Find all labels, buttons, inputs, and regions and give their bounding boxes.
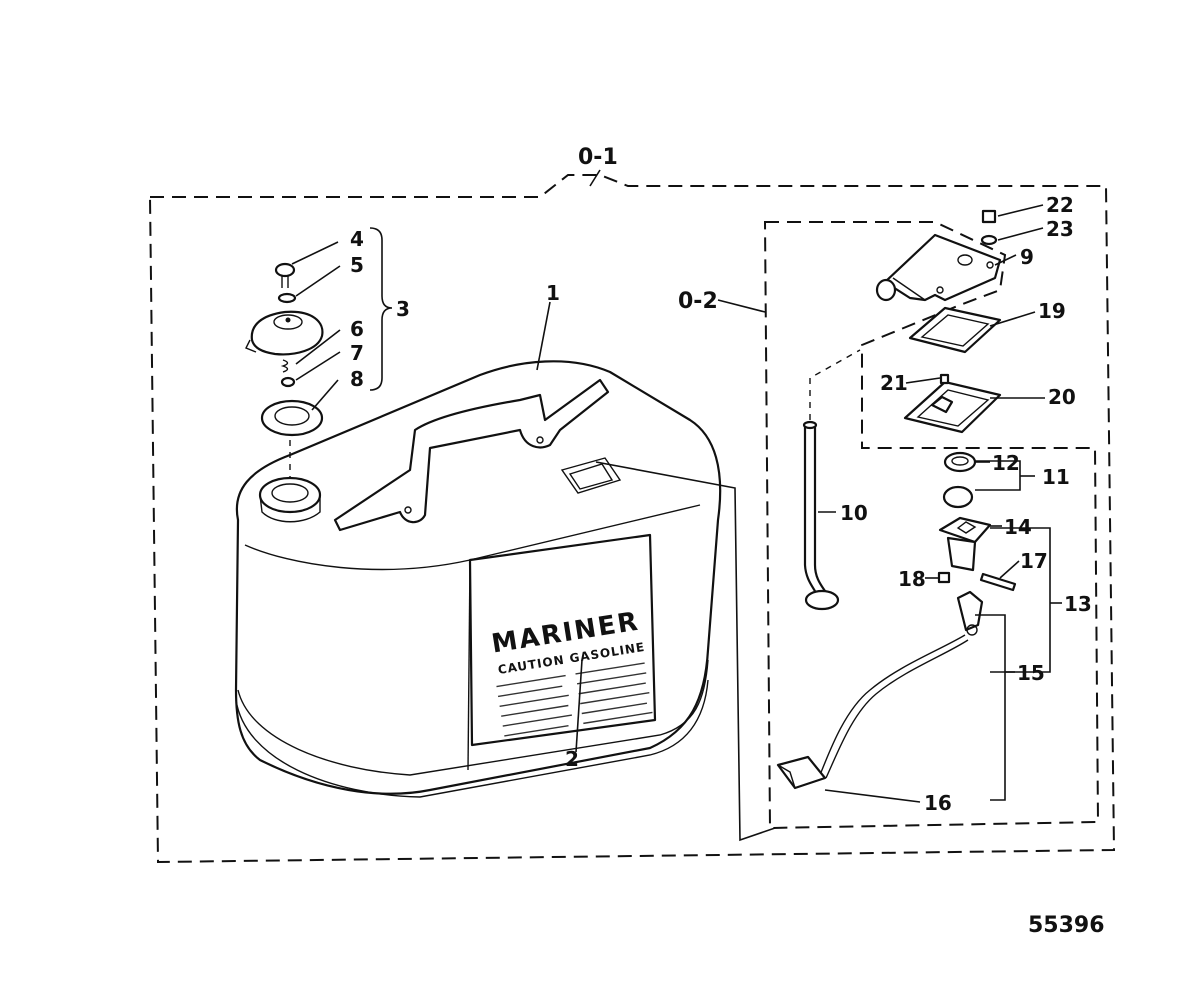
callout-3: 3 — [396, 297, 410, 321]
filler-cap-assembly — [245, 262, 324, 478]
gauge-housing — [937, 516, 1017, 592]
base-plate-20 — [903, 373, 1002, 434]
callout-19: 19 — [1038, 299, 1066, 323]
float-arm — [776, 590, 984, 790]
bracket-3 — [369, 227, 393, 391]
callout-8: 8 — [350, 367, 364, 391]
leader-0-1 — [589, 169, 601, 187]
assembly-boundary-0-1 — [148, 174, 1116, 864]
callout-13: 13 — [1064, 592, 1092, 616]
callout-7: 7 — [350, 341, 364, 365]
callout-5: 5 — [350, 253, 364, 277]
bracket-15 — [975, 614, 1006, 801]
assembly-boundary-0-2 — [763, 221, 1100, 830]
figure-number: 55396 — [1028, 913, 1105, 938]
callout-18: 18 — [898, 567, 926, 591]
leader-0-2 — [717, 299, 766, 313]
callout-15: 15 — [1017, 661, 1045, 685]
fuel-tank — [234, 360, 722, 798]
callout-4: 4 — [350, 227, 364, 251]
callout-2: 2 — [565, 747, 579, 771]
decal-fine-print — [496, 662, 653, 737]
callout-22: 22 — [1046, 193, 1074, 217]
callout-6: 6 — [350, 317, 364, 341]
pickup-tube — [802, 349, 861, 611]
assembly-label-0-1: 0-1 — [578, 145, 618, 170]
callout-16: 16 — [924, 791, 952, 815]
leader-lines — [291, 204, 1062, 842]
assembly-label-0-2: 0-2 — [678, 289, 718, 314]
callout-10: 10 — [840, 501, 868, 525]
callout-20: 20 — [1048, 385, 1076, 409]
fuel-connector — [875, 209, 1002, 302]
callout-11: 11 — [1042, 465, 1070, 489]
callout-numbers: 1 2 3 4 5 6 7 8 9 10 11 12 13 14 15 16 1… — [350, 193, 1092, 815]
callout-1: 1 — [546, 281, 560, 305]
grommets — [942, 451, 977, 509]
gasket-19 — [908, 306, 1002, 354]
bracket-13 — [990, 527, 1051, 673]
callout-14: 14 — [1004, 515, 1032, 539]
callout-12: 12 — [992, 451, 1020, 475]
callout-17: 17 — [1020, 549, 1048, 573]
callout-9: 9 — [1020, 245, 1034, 269]
callout-23: 23 — [1046, 217, 1074, 241]
callout-21: 21 — [880, 371, 908, 395]
